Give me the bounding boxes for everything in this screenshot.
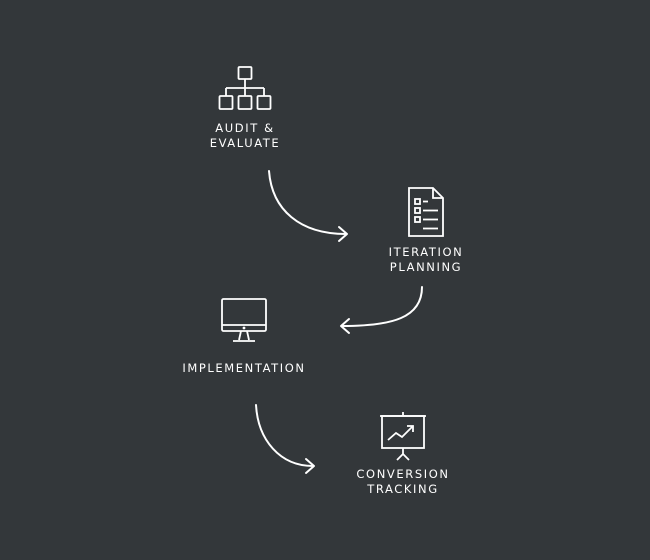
step-label: ITERATION PLANNING [376,245,476,275]
step-label: CONVERSION TRACKING [343,467,463,497]
step-label-line: CONVERSION [356,467,450,481]
arrowhead-icon [338,226,348,242]
arrow-implementation-to-conversion [255,404,314,467]
sitemap-icon [218,66,272,110]
step-label-line: AUDIT & [215,121,275,135]
step-label: IMPLEMENTATION [169,361,319,376]
arrowhead-icon [340,318,350,334]
step-implementation: IMPLEMENTATION [169,296,319,376]
arrowhead-icon [305,458,315,474]
step-label: AUDIT & EVALUATE [195,121,295,151]
step-label-line: EVALUATE [209,136,281,150]
step-conversion-tracking: CONVERSION TRACKING [343,410,463,497]
step-label-line: ITERATION [388,245,464,259]
step-audit-evaluate: AUDIT & EVALUATE [195,64,295,151]
arrow-audit-to-iteration [268,170,347,235]
document-checklist-icon [408,187,444,237]
step-label-line: TRACKING [367,482,439,496]
arrow-iteration-to-implementation [341,286,423,327]
step-label-line: IMPLEMENTATION [182,361,306,375]
desktop-monitor-icon [221,298,267,342]
step-label-line: PLANNING [389,260,463,274]
presentation-chart-icon [380,412,426,461]
step-iteration-planning: ITERATION PLANNING [376,186,476,275]
